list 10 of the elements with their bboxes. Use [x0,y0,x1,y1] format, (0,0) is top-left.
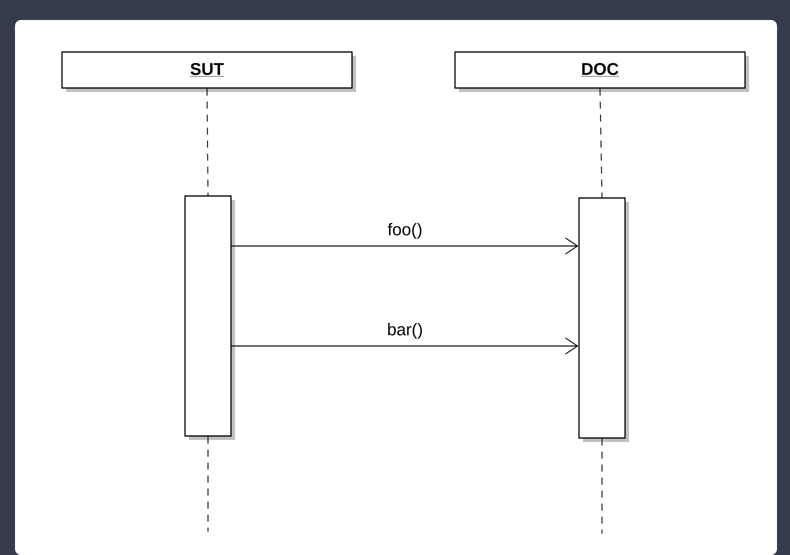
activation-bar [578,197,629,442]
message-arrow [231,338,578,354]
lifeline-header: DOC [454,51,749,92]
activation-bar [184,195,235,440]
message-label: bar() [386,322,424,340]
lifeline [600,88,602,198]
lifeline [206,88,208,196]
message-label: foo() [386,222,424,240]
message-arrow [231,238,578,254]
lifeline-header: SUT [61,51,356,92]
